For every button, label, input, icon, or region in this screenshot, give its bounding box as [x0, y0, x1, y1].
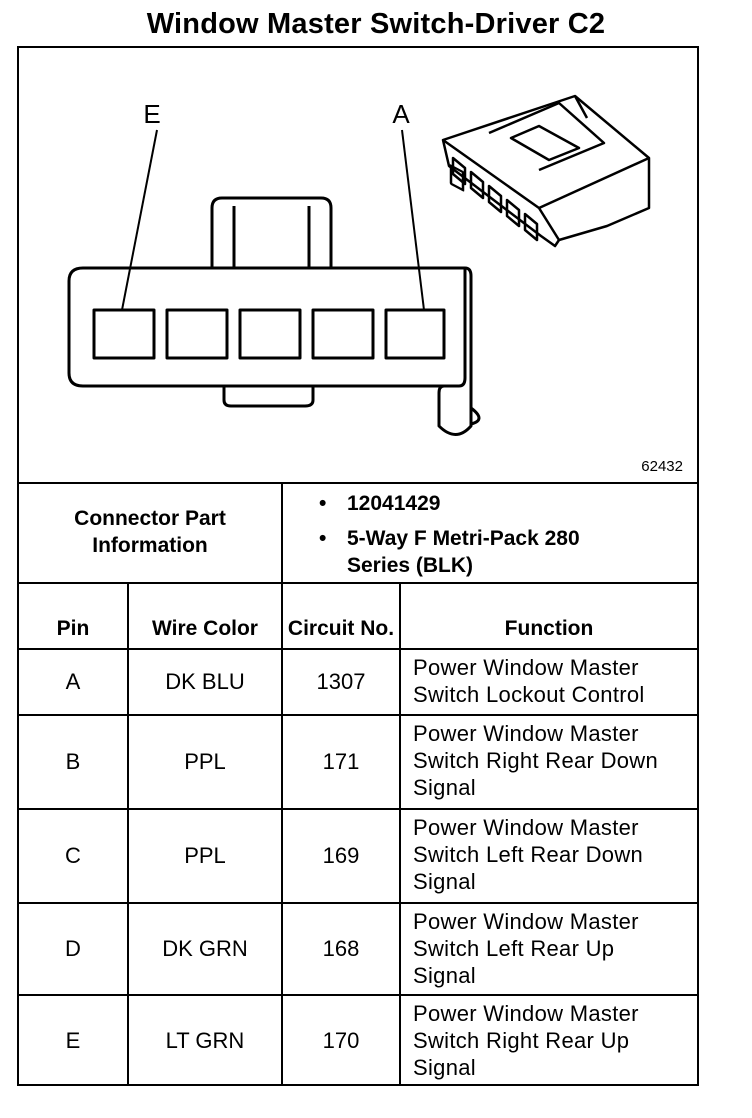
leader-e — [121, 129, 158, 311]
connector-body — [67, 266, 481, 426]
cavity-e — [92, 308, 156, 360]
table-row-circuit: 171 — [322, 748, 360, 774]
table-row-wire-color: LT GRN — [165, 1027, 245, 1053]
connector-chart: E A 62432 Connector Part Information • 1… — [17, 46, 699, 1086]
connector-type: • 5-Way F Metri-Pack 280 Series (BLK) — [319, 527, 580, 577]
header-pin: Pin — [56, 617, 90, 640]
cavity-d — [165, 308, 229, 360]
table-row-function: Power Window Master Switch Left Rear Dow… — [413, 815, 644, 894]
pin-label-a: A — [392, 99, 410, 129]
connector-latch — [210, 196, 333, 268]
table-row-pin: B — [65, 748, 81, 774]
table-row-pin: E — [65, 1027, 81, 1053]
table-row-function: Power Window Master Switch Lockout Contr… — [413, 655, 645, 707]
connector-iso-view — [441, 94, 651, 248]
leader-a — [401, 129, 425, 311]
table-row-pin: C — [65, 842, 81, 868]
table-row-function: Power Window Master Switch Right Rear Up… — [413, 1001, 639, 1080]
table-row-pin: D — [65, 935, 81, 961]
table-row-function: Power Window Master Switch Right Rear Do… — [413, 721, 659, 800]
cavity-c — [238, 308, 302, 360]
connector-bottom-tab — [222, 386, 315, 408]
table-row-wire-color: DK GRN — [162, 935, 248, 961]
connector-part-info-list: • 12041429 • 5-Way F Metri-Pack 280 Seri… — [319, 490, 607, 587]
header-circuit-no: Circuit No. — [287, 617, 395, 640]
connector-part-info-label: Connector Part Information — [74, 507, 226, 557]
table-row-function: Power Window Master Switch Left Rear Up … — [413, 909, 639, 988]
table-row-wire-color: PPL — [184, 842, 226, 868]
table-row-circuit: 1307 — [316, 668, 366, 694]
pin-label-e: E — [143, 99, 160, 129]
part-number: • 12041429 — [319, 492, 441, 515]
table-row-wire-color: PPL — [184, 748, 226, 774]
table-row-pin: A — [65, 668, 81, 694]
figure-number: 62432 — [641, 458, 683, 475]
table-row-wire-color: DK BLU — [165, 668, 245, 694]
table-row-circuit: 169 — [322, 842, 360, 868]
table-row-circuit: 168 — [322, 935, 360, 961]
page-title: Window Master Switch-Driver C2 — [146, 8, 606, 40]
cavity-a — [384, 308, 446, 360]
table-row-circuit: 170 — [322, 1027, 360, 1053]
cavity-b — [311, 308, 375, 360]
connector-diagram: E A — [67, 94, 651, 436]
header-function: Function — [504, 617, 594, 640]
header-wire-color: Wire Color — [152, 617, 258, 640]
